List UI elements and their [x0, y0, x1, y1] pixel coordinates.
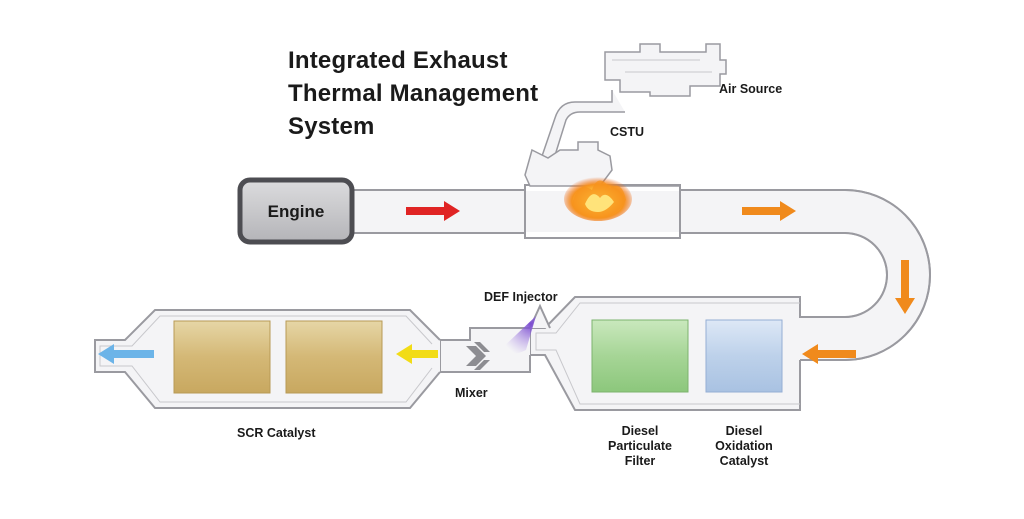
engine-block — [237, 177, 355, 245]
def-injector-label: DEF Injector — [484, 290, 558, 304]
spray-icon — [500, 316, 536, 354]
title-line-3: System — [288, 113, 375, 140]
doc-label-line-3: Catalyst — [719, 454, 769, 468]
diagram-title: Integrated Exhaust Thermal Management Sy… — [288, 44, 538, 143]
air-source-unit — [604, 43, 727, 97]
scr-block-2 — [285, 320, 383, 394]
flame-icon — [564, 177, 632, 221]
dpf-label-line-2: Particulate — [608, 439, 672, 453]
doc-block — [705, 319, 783, 393]
mixer-icon — [466, 342, 490, 370]
down-arrow-icon — [895, 260, 915, 314]
mixer-label: Mixer — [455, 386, 488, 400]
dpf-label-line-3: Filter — [624, 454, 656, 468]
left-arrow-icon — [396, 344, 438, 364]
left-arrow-icon — [98, 344, 154, 364]
cstu-assembly — [524, 43, 727, 187]
doc-label-line-2: Oxidation — [715, 439, 773, 453]
dpf-label: Diesel Particulate Filter — [596, 424, 684, 469]
dpf-label-line-1: Diesel — [621, 424, 659, 438]
scr-block-1 — [173, 320, 271, 394]
doc-label-line-1: Diesel — [725, 424, 763, 438]
scr-catalyst-label: SCR Catalyst — [237, 426, 316, 440]
right-arrow-icon — [742, 201, 796, 221]
cstu-label: CSTU — [610, 125, 645, 139]
air-source-label: Air Source — [719, 82, 783, 96]
title-line-1: Integrated Exhaust — [288, 47, 508, 74]
title-line-2: Thermal Management — [288, 80, 539, 107]
doc-label: Diesel Oxidation Catalyst — [700, 424, 788, 469]
dpf-block — [591, 319, 689, 393]
engine-label: Engine — [267, 202, 325, 221]
left-arrow-icon — [802, 344, 856, 364]
right-arrow-icon — [406, 201, 460, 221]
